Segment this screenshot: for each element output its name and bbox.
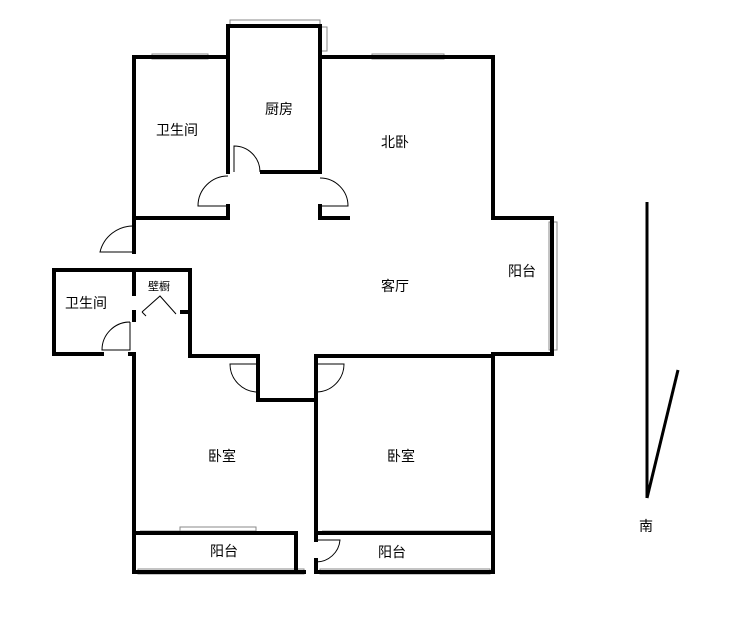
room-label-kitchen: 厨房 [265,102,293,118]
room-label-closet: 壁橱 [148,279,170,293]
room-label-bedroom-se: 卧室 [387,448,415,465]
room-label-living-room: 客厅 [381,278,409,295]
room-label-balcony-east: 阳台 [508,264,536,280]
doors [99,145,349,563]
room-label-balcony-sw: 阳台 [210,544,238,560]
room-labels: 卫生间 厨房 北卧 客厅 阳台 卫生间 壁橱 卧室 卧室 阳台 阳台 [65,102,536,561]
room-label-balcony-se: 阳台 [378,545,406,561]
walls [52,24,554,574]
room-label-bathroom-top: 卫生间 [156,123,198,139]
room-label-bedroom-sw: 卧室 [208,448,236,465]
room-label-north-bedroom: 北卧 [381,135,409,151]
compass-south-label: 南 [639,519,653,535]
room-label-bathroom-left: 卫生间 [65,296,107,312]
compass: 南 [639,202,680,535]
